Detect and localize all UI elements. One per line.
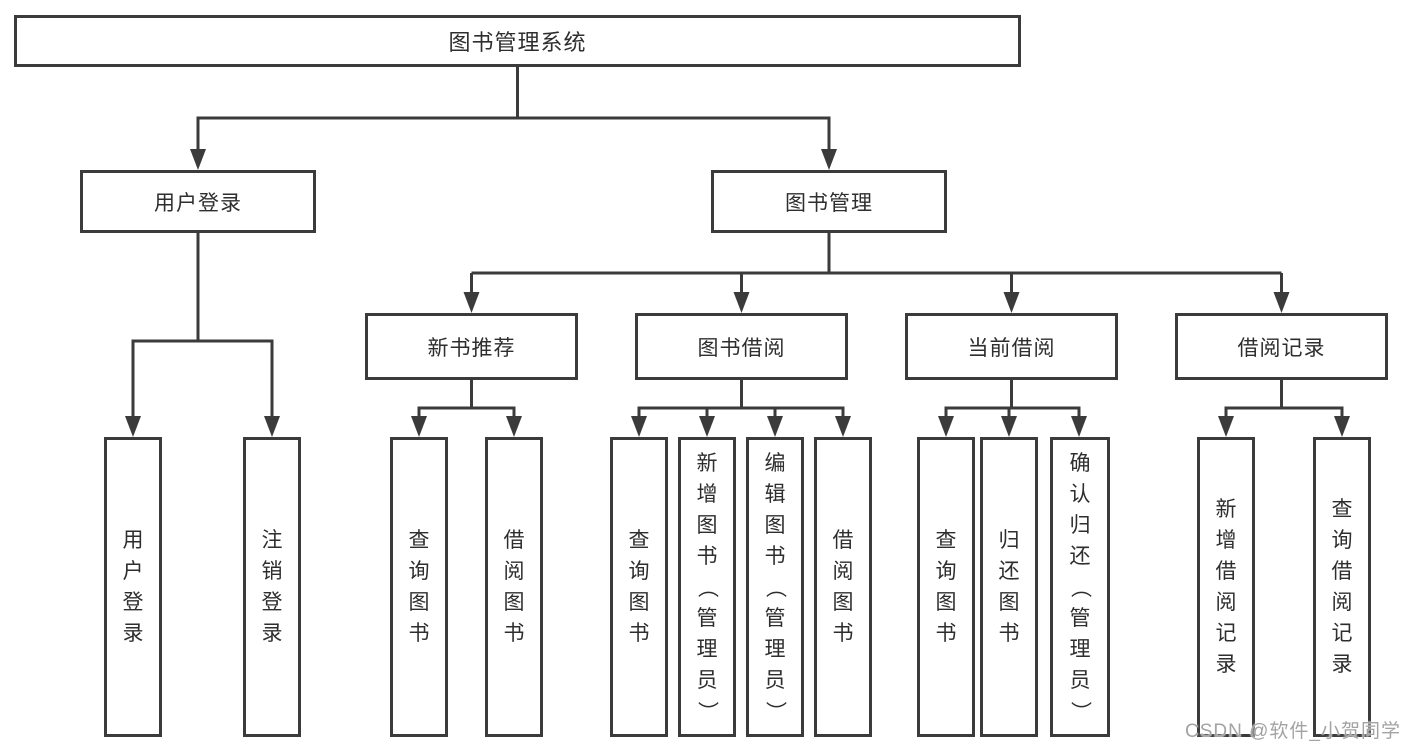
csdn-watermark: CSDN @软件_小贺同学: [1185, 721, 1401, 742]
node-user-login: 用户登录: [80, 170, 316, 233]
node-root-library-system: 图书管理系统: [14, 15, 1021, 67]
leaf-add-books-admin-label: 新增图书（管理员）: [695, 451, 719, 722]
leaf-borrow-books-label: 借阅图书: [832, 529, 854, 645]
leaf-return-books: 归还图书: [980, 437, 1038, 737]
node-new-book-recommend: 新书推荐: [365, 313, 578, 380]
leaf-query-books-borrow: 查询图书: [610, 437, 668, 737]
leaf-logout: 注销登录: [243, 437, 301, 737]
leaf-query-books-recommend: 查询图书: [390, 437, 448, 737]
node-current-borrow-label: 当前借阅: [967, 336, 1056, 360]
leaf-borrow-books: 借阅图书: [814, 437, 872, 737]
leaf-user-login-label: 用户登录: [122, 529, 144, 645]
node-borrow-records: 借阅记录: [1175, 313, 1388, 380]
leaf-add-borrow-record-label: 新增借阅记录: [1215, 498, 1237, 676]
node-book-management-label: 图书管理: [785, 191, 873, 215]
leaf-edit-books-admin: 编辑图书（管理员）: [746, 437, 804, 737]
leaf-query-books-borrow-label: 查询图书: [628, 529, 650, 645]
leaf-return-books-label: 归还图书: [998, 529, 1020, 645]
arrowheads: [125, 149, 1350, 437]
leaf-borrow-books-recommend: 借阅图书: [485, 437, 543, 737]
leaf-borrow-books-recommend-label: 借阅图书: [503, 529, 525, 645]
leaf-query-books-current-label: 查询图书: [935, 529, 957, 645]
leaf-confirm-return-admin: 确认归还（管理员）: [1050, 437, 1110, 737]
node-root-label: 图书管理系统: [448, 30, 587, 55]
node-book-borrow: 图书借阅: [635, 313, 848, 380]
node-book-management: 图书管理: [711, 170, 947, 233]
leaf-add-books-admin: 新增图书（管理员）: [678, 437, 736, 737]
leaf-query-borrow-record: 查询借阅记录: [1313, 437, 1371, 737]
node-book-borrow-label: 图书借阅: [697, 336, 786, 360]
node-new-book-recommend-label: 新书推荐: [427, 336, 516, 360]
leaf-query-books-recommend-label: 查询图书: [408, 529, 430, 645]
leaf-confirm-return-admin-label: 确认归还（管理员）: [1068, 451, 1092, 722]
node-user-login-label: 用户登录: [154, 191, 242, 215]
leaf-edit-books-admin-label: 编辑图书（管理员）: [763, 451, 787, 722]
leaf-query-books-current: 查询图书: [917, 437, 975, 737]
leaf-logout-label: 注销登录: [261, 529, 283, 645]
leaf-query-borrow-record-label: 查询借阅记录: [1331, 498, 1353, 676]
node-borrow-records-label: 借阅记录: [1237, 336, 1326, 360]
node-current-borrow: 当前借阅: [905, 313, 1118, 380]
leaf-add-borrow-record: 新增借阅记录: [1197, 437, 1255, 737]
leaf-user-login: 用户登录: [104, 437, 162, 737]
